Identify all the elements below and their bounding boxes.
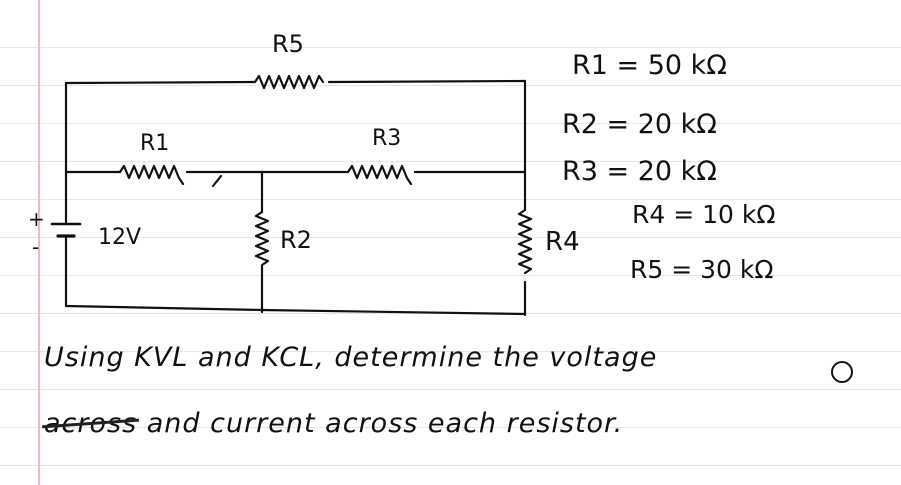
resistor-r3 (346, 164, 413, 186)
problem-line-2: across and current across each resistor. (44, 408, 623, 439)
tick-mark (211, 174, 223, 188)
wire-top-right (327, 79, 527, 84)
label-plus: + (28, 207, 45, 231)
problem-line-1: Using KVL and KCL, determine the voltage (44, 342, 658, 373)
label-r2: R2 (280, 226, 312, 254)
value-r4: R4 = 10 kΩ (632, 200, 775, 229)
label-r5: R5 (272, 30, 304, 58)
crossed-out-word: across (44, 408, 138, 439)
wire-bottom (64, 304, 527, 316)
label-r4: R4 (545, 227, 580, 257)
label-r3: R3 (372, 126, 401, 151)
resistor-r4 (517, 208, 533, 275)
value-r3: R3 = 20 kΩ (562, 156, 717, 187)
resistor-r1 (118, 164, 185, 186)
circle-mark (831, 361, 853, 383)
problem-line-2-text: and current across each resistor. (146, 408, 624, 439)
wire-top-left (64, 80, 257, 85)
value-r2: R2 = 20 kΩ (562, 109, 717, 140)
value-r5: R5 = 30 kΩ (630, 255, 773, 284)
label-minus: - (32, 235, 39, 259)
margin-line (38, 0, 40, 485)
resistor-r5 (253, 74, 325, 90)
label-r1: R1 (140, 131, 169, 156)
value-r1: R1 = 50 kΩ (572, 50, 727, 81)
resistor-r2 (254, 210, 270, 267)
label-battery: 12V (98, 225, 141, 250)
